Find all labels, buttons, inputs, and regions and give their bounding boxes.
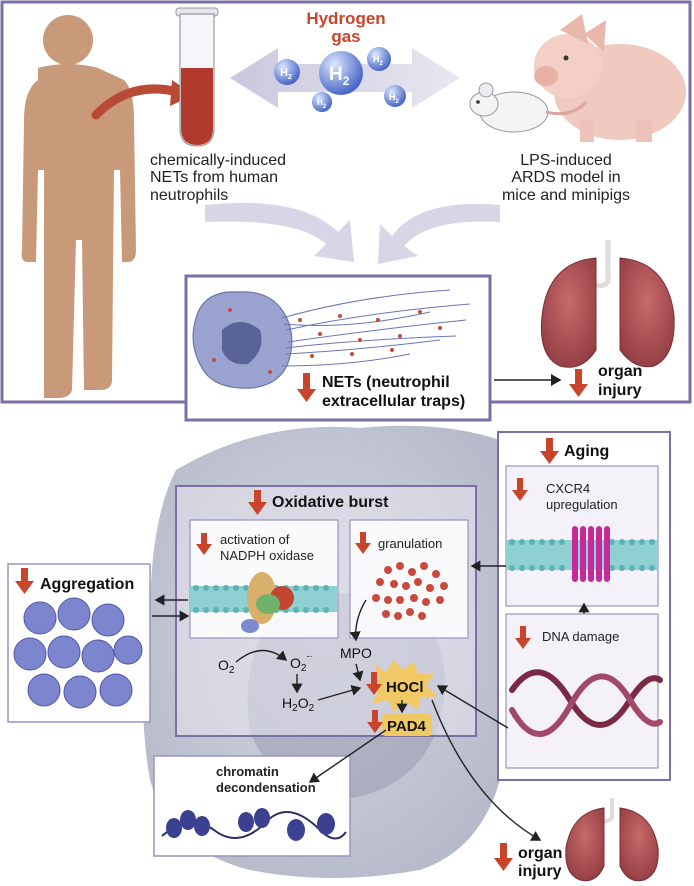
h2o2-to-hocl-arrow (317, 684, 362, 701)
h2-label-main: H2 (329, 64, 350, 88)
human-to-tube-arrow (91, 84, 183, 120)
granule-to-mpo-arrow (349, 599, 367, 642)
granulation-box (349, 519, 469, 639)
aging-title: Aging (564, 443, 609, 460)
aggregation-decrease-arrow-icon (15, 568, 34, 594)
h2-label-4: H2 (389, 92, 400, 105)
hocl-decrease-arrow-icon (366, 672, 382, 695)
hydrogen-gas-label: Hydrogen gas (274, 10, 418, 46)
cxcr4-label: CXCR4 upregulation (546, 481, 618, 512)
human-figure-icon (21, 15, 137, 398)
oxidative-burst-title: Oxidative burst (272, 494, 389, 511)
cxcr4-receptor-icon (506, 526, 658, 582)
human-line1: chemically-induced (150, 152, 287, 169)
human-source-label: chemically-induced NETs from human neutr… (150, 152, 320, 204)
lungs-bottom-icon (565, 798, 659, 882)
nets-decrease-arrow-icon (297, 373, 316, 402)
human-converge-arrow (205, 202, 354, 262)
granulation-decrease-arrow-icon (355, 532, 371, 554)
animal-line2: ARDS model in (511, 169, 621, 187)
oxidative-decrease-arrow-icon (248, 490, 267, 515)
minipig-icon (534, 14, 686, 142)
dna-helix-icon (509, 669, 663, 737)
human-line3: neutrophils (150, 186, 229, 204)
aggregation-title: Aggregation (40, 576, 134, 593)
organ-bottom-decrease-arrow-icon (494, 843, 513, 871)
pad4-decrease-arrow-icon (367, 710, 383, 733)
animal-model-label: LPS-induced ARDS model in mice and minip… (476, 152, 656, 204)
hydrogen-molecules-icon (274, 47, 406, 112)
hocl-to-organ-arrow (431, 699, 542, 841)
hocl-burst-icon (366, 660, 438, 712)
o2-to-radical-arrow (235, 649, 288, 663)
chromatin-label: chromatin decondensation (216, 764, 316, 795)
h2o2-label: H2O2 (282, 695, 315, 714)
dna-to-hocl-arrow (436, 685, 509, 729)
animal-line1: LPS-induced (520, 152, 612, 169)
organ-bottom-label: organ injury (518, 845, 567, 880)
cxcr4-decrease-arrow-icon (512, 478, 528, 501)
net-cell-icon (192, 289, 471, 389)
dna-decrease-arrow-icon (515, 626, 531, 649)
hocl-label: HOCl (386, 679, 424, 696)
aging-decrease-arrow-icon (540, 438, 559, 464)
pad4-label: PAD4 (387, 718, 427, 735)
hydrogen-line2: gas (331, 26, 361, 46)
granules-icon (372, 562, 448, 620)
o2-label: O2 (218, 657, 235, 676)
nets-label: NETs (neutrophil extracellular traps) (322, 374, 465, 410)
dna-damage-label: DNA damage (542, 629, 619, 644)
h2-label-3: H2 (373, 54, 384, 67)
organ-top-decrease-arrow-icon (569, 369, 588, 397)
pad4-box (382, 714, 432, 736)
hydrogen-line1: Hydrogen (306, 9, 386, 28)
animal-converge-arrow (378, 203, 500, 264)
chromatin-icon (161, 808, 347, 841)
nadph-label: activation of NADPH oxidase (220, 532, 314, 563)
pad4-to-chromatin-arrow (308, 729, 387, 783)
mpo-to-hocl-arrow (352, 663, 364, 682)
blood-tube-icon (175, 7, 219, 147)
animal-line3: mice and minipigs (501, 186, 631, 204)
h2-label-1: H2 (280, 67, 292, 81)
membrane-nadph-icon (190, 572, 338, 633)
mpo-label: MPO (340, 645, 372, 661)
h2-label-5: H2 (317, 98, 327, 110)
nadph-decrease-arrow-icon (196, 533, 212, 555)
cell-cluster-icon (13, 597, 143, 709)
o2-radical-label: O2-· (290, 651, 312, 674)
human-line2: NETs from human (150, 169, 279, 187)
granulation-label: granulation (378, 536, 442, 551)
mouse-icon (469, 82, 588, 133)
organ-top-label: organ injury (598, 363, 647, 399)
lungs-top-icon (540, 240, 675, 368)
